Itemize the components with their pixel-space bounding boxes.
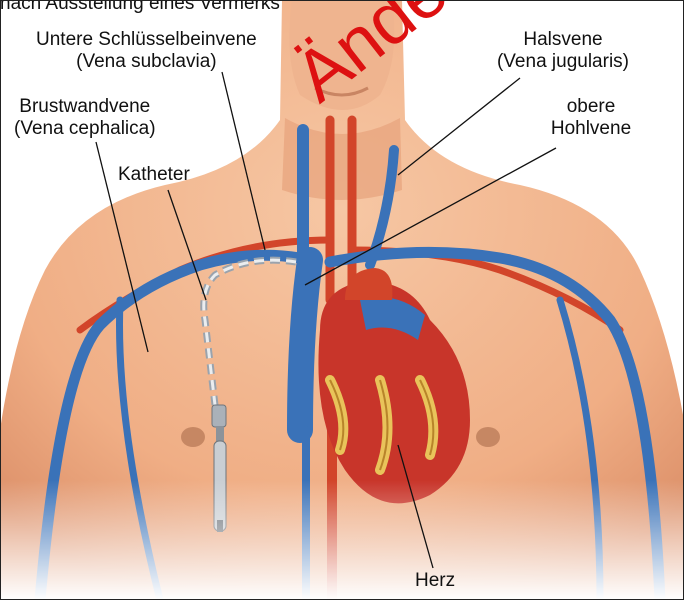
bottom-fade [0, 480, 684, 600]
label-cephalica-line1: Brustwandvene [14, 96, 156, 118]
label-jugularis-line1: Halsvene [470, 29, 656, 51]
label-vena-cava-line1: obere [536, 96, 646, 118]
label-subclavia-line2: (Vena subclavia) [36, 51, 257, 73]
label-vena-cava: obere Hohlvene [536, 96, 646, 140]
right-nipple [476, 427, 500, 447]
label-subclavia-line1: Untere Schlüsselbeinvene [36, 29, 257, 51]
left-nipple [181, 427, 205, 447]
top-caption: nach Ausstellung eines Vermerks [0, 0, 280, 15]
label-cephalica-line2: (Vena cephalica) [14, 118, 156, 140]
label-catheter: Katheter [118, 164, 190, 186]
label-subclavia: Untere Schlüsselbeinvene (Vena subclavia… [36, 29, 257, 73]
label-jugularis-line2: (Vena jugularis) [470, 51, 656, 73]
label-heart: Herz [415, 570, 455, 592]
label-cephalica: Brustwandvene (Vena cephalica) [14, 96, 156, 140]
label-vena-cava-line2: Hohlvene [536, 118, 646, 140]
label-jugularis: Halsvene (Vena jugularis) [470, 29, 656, 73]
